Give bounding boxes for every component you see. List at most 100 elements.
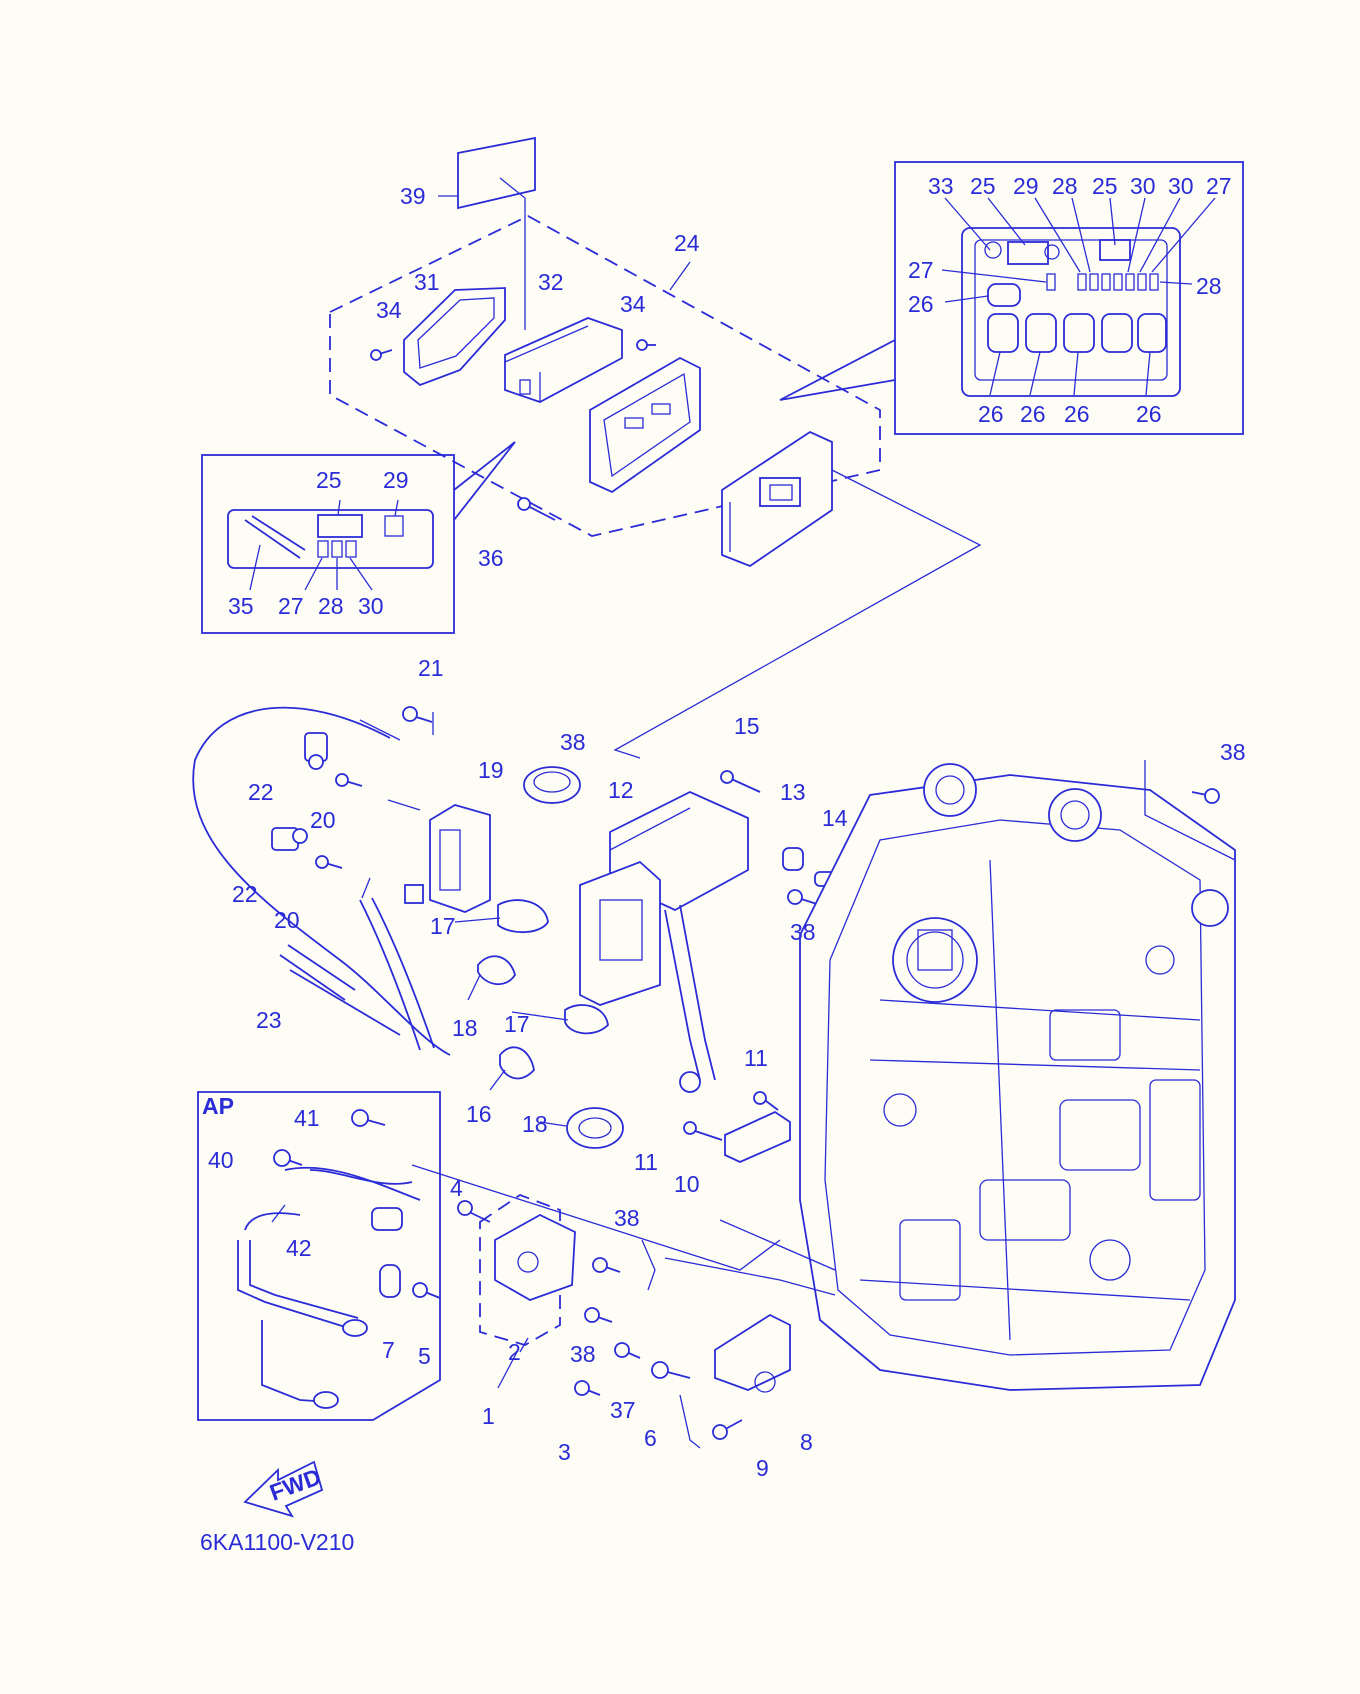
callout-42: 42	[286, 1235, 312, 1261]
callout-38-a: 38	[614, 1205, 640, 1231]
bolt-41	[351, 1109, 386, 1127]
callout-27-r2: 27	[908, 257, 934, 283]
callout-30-r2: 30	[1168, 173, 1194, 199]
callout-labels: 39 24 31 32 34 34 36 33 25 2 9 28 25 30 3…	[200, 173, 1246, 1555]
callout-4: 4	[450, 1175, 463, 1201]
callout-16: 16	[466, 1101, 492, 1127]
bracket-10	[724, 1110, 791, 1163]
clamp-16	[499, 1046, 535, 1080]
fwd-label: FWD	[266, 1463, 324, 1505]
fuse-box-detail-inset	[779, 161, 1244, 435]
callout-23: 23	[256, 1007, 282, 1033]
callout-15: 15	[734, 713, 760, 739]
clamp-18-bottom	[566, 1107, 624, 1149]
fwd-arrow-icon	[243, 1460, 324, 1518]
callout-13: 13	[780, 779, 806, 805]
callout-21: 21	[418, 655, 444, 681]
ecm-module	[589, 356, 701, 494]
screw-21	[402, 706, 433, 723]
callout-24: 24	[674, 230, 700, 256]
callout-1: 1	[482, 1403, 495, 1429]
connector-ap	[371, 1207, 403, 1231]
callout-28-r2: 28	[1196, 273, 1222, 299]
ap-label: AP	[202, 1093, 234, 1119]
screw-36	[517, 497, 556, 521]
mini-fuse-box-inset	[201, 441, 516, 634]
callout-25-l: 25	[316, 467, 342, 493]
bolt-38-mid	[787, 889, 821, 906]
callout-33: 33	[928, 173, 954, 199]
callout-20-bottom: 20	[274, 907, 300, 933]
callout-31: 31	[414, 269, 440, 295]
callout-40: 40	[208, 1147, 234, 1173]
callout-18-bottom: 18	[522, 1111, 548, 1137]
callout-10: 10	[674, 1171, 700, 1197]
callout-26-r4: 26	[1064, 401, 1090, 427]
callout-41: 41	[294, 1105, 320, 1131]
sensor-8	[714, 1313, 791, 1393]
grommet-37	[523, 766, 581, 804]
callout-19: 19	[478, 757, 504, 783]
callout-38-top-right: 38	[1220, 739, 1246, 765]
callout-37: 38	[560, 729, 586, 755]
bolt-5	[412, 1282, 441, 1299]
clamp-17-bottom	[564, 1004, 609, 1035]
connector-22-top	[304, 732, 328, 770]
bolt-15	[720, 770, 761, 793]
callout-39: 39	[400, 183, 426, 209]
callout-26-r3: 26	[1020, 401, 1046, 427]
callout-38-b: 38	[570, 1341, 596, 1367]
callout-36: 36	[478, 545, 504, 571]
callout-6: 6	[644, 1425, 657, 1451]
callout-38-c: 37	[610, 1397, 636, 1423]
connector-lines	[432, 469, 982, 759]
bolt-4	[457, 1200, 491, 1223]
figure-code: 6KA1100-V210	[200, 1529, 354, 1555]
lower-assembly	[197, 1091, 836, 1518]
callout-22-top: 22	[248, 779, 274, 805]
hose-7	[379, 1264, 401, 1298]
callout-18-top: 18	[452, 1015, 478, 1041]
coil-and-harness	[192, 706, 838, 1163]
bolt-38-a	[592, 1257, 621, 1273]
bolt-38-c	[614, 1342, 641, 1359]
callout-32: 32	[538, 269, 564, 295]
spring-13	[782, 847, 804, 871]
callout-20-top: 20	[310, 807, 336, 833]
screw-20-top	[335, 773, 363, 787]
bolt-11-top	[753, 1091, 779, 1111]
callout-26-r5: 26	[1136, 401, 1162, 427]
relays	[987, 283, 1167, 353]
ecm-assembly	[329, 136, 881, 568]
callout-5: 5	[418, 1343, 431, 1369]
connector-32	[504, 317, 623, 403]
callout-11-bottom: 11	[634, 1149, 658, 1175]
bolt-38-top-right	[1191, 788, 1220, 804]
bracket-12	[579, 791, 749, 1093]
cover-31	[403, 287, 506, 387]
callout-26-r2: 26	[978, 401, 1004, 427]
bolt-38-b	[584, 1307, 613, 1323]
screw-20-bottom	[315, 855, 343, 869]
callout-8: 8	[800, 1429, 813, 1455]
callout-30-r1: 30	[1130, 173, 1156, 199]
ap-inset	[197, 1091, 441, 1421]
callout-9: 9	[756, 1455, 769, 1481]
clamp-17-top	[497, 899, 549, 934]
callout-25-r2: 25	[1092, 173, 1118, 199]
bolt-34-right	[636, 339, 656, 351]
callout-7: 7	[382, 1337, 395, 1363]
callout-34-left: 34	[376, 297, 402, 323]
callout-25-r1: 25	[970, 173, 996, 199]
callout-28-l: 28	[318, 593, 344, 619]
callout-2: 2	[508, 1339, 521, 1365]
bolt-40	[273, 1149, 303, 1167]
callout-27-l: 27	[278, 593, 304, 619]
bolt-11-bottom	[683, 1121, 723, 1141]
fuse-box	[721, 430, 833, 568]
callout-17-top: 17	[430, 913, 456, 939]
callout-35: 35	[228, 593, 254, 619]
callout-34-right: 34	[620, 291, 646, 317]
bolt-6	[651, 1361, 691, 1379]
